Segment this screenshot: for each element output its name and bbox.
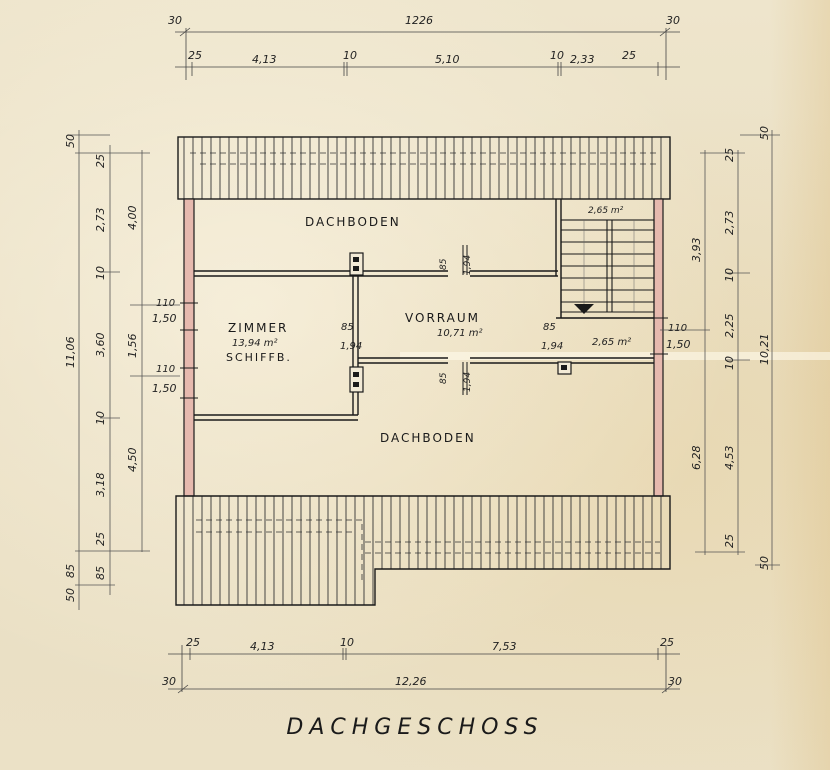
paper-fold-horizontal: [400, 352, 830, 360]
dim-left-outer-2: 50: [64, 588, 77, 602]
door-stair-height: 1,94: [541, 341, 563, 352]
window-markers: [180, 302, 668, 399]
dim-left-window-1-height: 1,50: [152, 382, 177, 395]
door-dachboden-top-height: 1,94: [463, 255, 473, 275]
dim-bottom-seg-3: 7,53: [492, 640, 517, 653]
room-name-dachboden-bottom: DACHBODEN: [380, 431, 476, 445]
left-dimension-lines: [70, 130, 180, 610]
dim-top-seg-5: 2,33: [570, 53, 595, 66]
staircase: [560, 219, 655, 319]
dim-left-inner-2: 4,50: [126, 448, 139, 473]
dim-bottom-seg-4: 25: [660, 636, 674, 649]
dim-left-mid-1: 2,73: [94, 208, 107, 233]
dim-right-mid-1: 2,73: [723, 211, 736, 236]
dim-right-outer-1: 10,21: [758, 334, 771, 366]
dim-left-mid-6: 25: [94, 532, 107, 546]
dim-bottom-total: 12,26: [395, 675, 427, 688]
dim-left-mid-7: 85: [94, 566, 107, 580]
door-zimmer-width: 85: [341, 322, 354, 333]
right-dimension-lines: [660, 130, 780, 570]
dim-left-mid-0: 25: [94, 154, 107, 168]
dim-top-total: 1226: [405, 14, 433, 27]
dim-left-outer-1: 11,06: [64, 337, 77, 369]
dim-right-mid-5: 4,53: [723, 446, 736, 471]
room-name-zimmer: ZIMMER: [228, 321, 288, 335]
bottom-roof-overhang: [175, 495, 671, 606]
room-area-stair-top: 2,65 m²: [588, 206, 624, 216]
dim-right-outer-0: 50: [758, 126, 771, 140]
dim-top-seg-4: 10: [550, 49, 564, 62]
dim-right-mid-3: 2,25: [723, 314, 736, 339]
drawing-title: DACHGESCHOSS: [286, 715, 544, 740]
dim-bottom-seg-2: 10: [340, 636, 354, 649]
bottom-dimension-labels: 25 4,13 10 7,53 25 30 12,26 30: [162, 636, 682, 688]
door-markers: [462, 245, 468, 395]
room-area-vorraum: 10,71 m²: [437, 328, 483, 339]
dim-left-inner-1: 1,56: [126, 334, 139, 359]
room-name-dachboden-top: DACHBODEN: [305, 215, 401, 229]
left-dimension-labels: 50 11,06 50 85 25 2,73 10 3,60 10 3,18 2…: [64, 134, 177, 602]
dim-top-right-offset: 30: [666, 14, 680, 27]
dim-right-outer-2: 50: [758, 556, 771, 570]
dim-bottom-seg-1: 4,13: [250, 640, 275, 653]
door-dachboden-top-width: 85: [439, 258, 449, 270]
dim-bottom-seg-0: 25: [186, 636, 200, 649]
dim-left-inner-0: 4,00: [126, 206, 139, 231]
door-zimmer-height: 1,94: [340, 341, 362, 352]
dim-left-outer-3: 85: [64, 564, 77, 578]
dim-left-outer-0: 50: [64, 134, 77, 148]
dim-left-mid-5: 3,18: [94, 473, 107, 498]
room-area-zimmer: 13,94 m²: [232, 338, 278, 349]
dim-right-mid-4: 10: [723, 356, 736, 370]
room-name-vorraum: VORRAUM: [405, 311, 480, 325]
dim-top-seg-0: 25: [188, 49, 202, 62]
dim-right-mid-6: 25: [723, 534, 736, 548]
room-area-stair-landing: 2,65 m²: [592, 337, 631, 348]
dim-top-left-offset: 30: [168, 14, 182, 27]
dim-top-seg-3: 5,10: [435, 53, 460, 66]
room-note-zimmer: SCHIFFB.: [226, 351, 292, 364]
door-stair-width: 85: [543, 322, 556, 333]
bottom-dimension-lines: [168, 645, 680, 694]
chimneys: [349, 252, 572, 393]
stair-direction-arrow-icon: [574, 304, 594, 314]
dim-bottom-left-offset: 30: [162, 675, 176, 688]
dim-left-mid-4: 10: [94, 411, 107, 425]
room-labels: DACHBODEN ZIMMER 13,94 m² SCHIFFB. VORRA…: [226, 206, 631, 445]
paper-fold-vertical: [770, 0, 830, 770]
door-dimension-labels: 85 1,94 85 1,94 85 1,94 85 1,94: [340, 255, 563, 392]
dim-top-seg-1: 4,13: [252, 53, 277, 66]
dim-top-seg-2: 10: [343, 49, 357, 62]
top-roof-overhang: [177, 136, 671, 200]
dim-right-inner-0: 3,93: [690, 238, 703, 263]
dim-right-inner-1: 6,28: [690, 446, 703, 471]
dim-left-mid-2: 10: [94, 266, 107, 280]
dim-right-mid-0: 25: [723, 148, 736, 162]
dim-right-mid-2: 10: [723, 268, 736, 282]
dim-bottom-right-offset: 30: [668, 675, 682, 688]
dim-top-seg-6: 25: [622, 49, 636, 62]
dim-left-window-1-width: 110: [156, 364, 175, 375]
top-dimension-labels: 30 1226 30 25 4,13 10 5,10 10 2,33 25: [168, 14, 680, 66]
dim-left-window-0-width: 110: [156, 298, 175, 309]
dim-right-window-width: 110: [668, 323, 687, 334]
top-dimension-lines: [175, 27, 680, 80]
door-dachboden-bottom-width: 85: [439, 372, 449, 384]
dim-right-window-height: 1,50: [666, 338, 691, 351]
dim-left-window-0-height: 1,50: [152, 312, 177, 325]
right-dimension-labels: 50 10,21 50 25 2,73 10 2,25 10 4,53 25 3…: [666, 126, 771, 570]
door-dachboden-bottom-height: 1,94: [463, 372, 473, 392]
dim-left-mid-3: 3,60: [94, 333, 107, 358]
